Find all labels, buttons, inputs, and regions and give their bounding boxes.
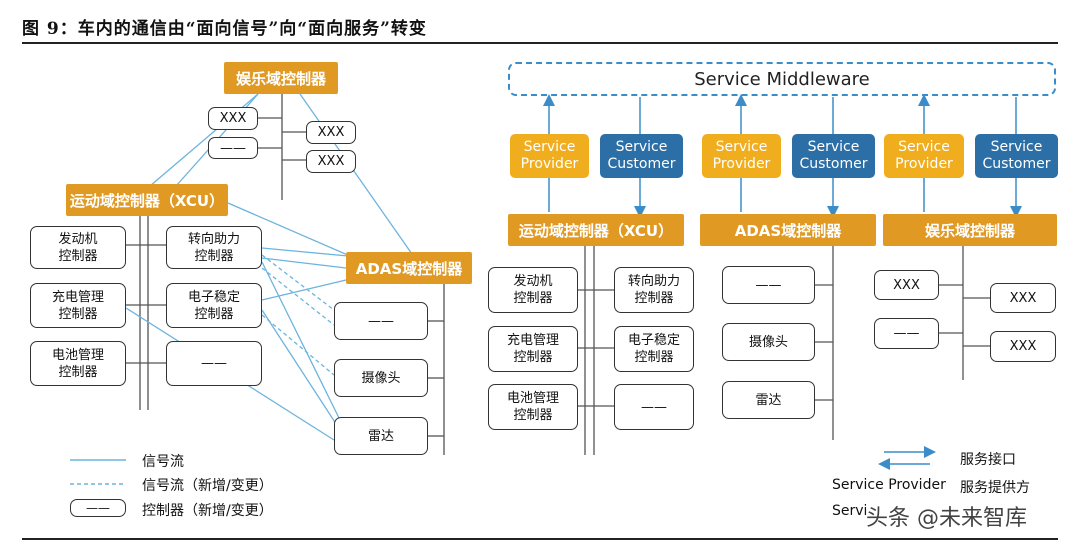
right-steering-controller: 转向助力 控制器 <box>614 267 694 313</box>
left-domain-adas: ADAS域控制器 <box>346 252 472 284</box>
left-ent-controller-4: XXX <box>306 150 356 173</box>
service-provider-motion: Service Provider <box>510 134 589 178</box>
left-radar: 雷达 <box>334 417 428 455</box>
left-domain-entertainment: 娱乐域控制器 <box>224 62 338 94</box>
right-engine-controller: 发动机 控制器 <box>488 267 578 313</box>
legend-controller-symbol: —— <box>70 499 126 517</box>
left-camera: 摄像头 <box>334 359 428 397</box>
right-charge-controller: 充电管理 控制器 <box>488 326 578 372</box>
legend-provider-value: 服务提供方 <box>960 480 1030 496</box>
top-rule <box>22 42 1058 44</box>
right-ent-controller-1: XXX <box>874 270 939 300</box>
legend-provider-key: Service Provider <box>832 477 946 493</box>
left-ent-controller-1: XXX <box>208 107 258 130</box>
legend-controller-new: 控制器（新增/变更） <box>142 503 273 519</box>
right-esc-controller: 电子稳定 控制器 <box>614 326 694 372</box>
left-ent-controller-3: XXX <box>306 121 356 144</box>
right-ent-controller-3: —— <box>874 318 939 349</box>
legend-customer-key: Servi <box>832 503 868 519</box>
right-motion-new-controller: —— <box>614 384 694 430</box>
right-radar: 雷达 <box>722 381 815 419</box>
right-domain-motion: 运动域控制器（XCU） <box>508 214 684 246</box>
service-provider-adas: Service Provider <box>702 134 781 178</box>
left-motion-new-controller: —— <box>166 341 262 386</box>
figure-title: 图 9：车内的通信由“面向信号”向“面向服务”转变 <box>22 19 427 39</box>
service-customer-motion: Service Customer <box>600 134 683 178</box>
left-adas-new-controller: —— <box>334 302 428 340</box>
left-domain-motion: 运动域控制器（XCU） <box>66 184 228 216</box>
left-engine-controller: 发动机 控制器 <box>30 226 126 269</box>
legend-signal-new: 信号流（新增/变更） <box>142 478 273 494</box>
service-customer-adas: Service Customer <box>792 134 875 178</box>
left-ent-controller-2: —— <box>208 137 258 159</box>
right-ent-controller-2: XXX <box>990 283 1056 313</box>
service-customer-entertainment: Service Customer <box>975 134 1058 178</box>
left-steering-controller: 转向助力 控制器 <box>166 226 262 269</box>
legend-interface: 服务接口 <box>960 452 1016 468</box>
right-domain-entertainment: 娱乐域控制器 <box>883 214 1057 246</box>
left-esc-controller: 电子稳定 控制器 <box>166 283 262 328</box>
right-ent-controller-4: XXX <box>990 331 1056 362</box>
service-provider-entertainment: Service Provider <box>884 134 964 178</box>
right-domain-adas: ADAS域控制器 <box>700 214 876 246</box>
left-battery-controller: 电池管理 控制器 <box>30 341 126 386</box>
legend-signal: 信号流 <box>142 454 184 470</box>
right-adas-new-controller: —— <box>722 266 815 304</box>
right-camera: 摄像头 <box>722 323 815 361</box>
watermark: 头条 @未来智库 <box>866 500 1027 532</box>
right-battery-controller: 电池管理 控制器 <box>488 384 578 430</box>
left-charge-controller: 充电管理 控制器 <box>30 283 126 328</box>
service-middleware: Service Middleware <box>508 62 1056 96</box>
bottom-rule <box>22 538 1058 540</box>
